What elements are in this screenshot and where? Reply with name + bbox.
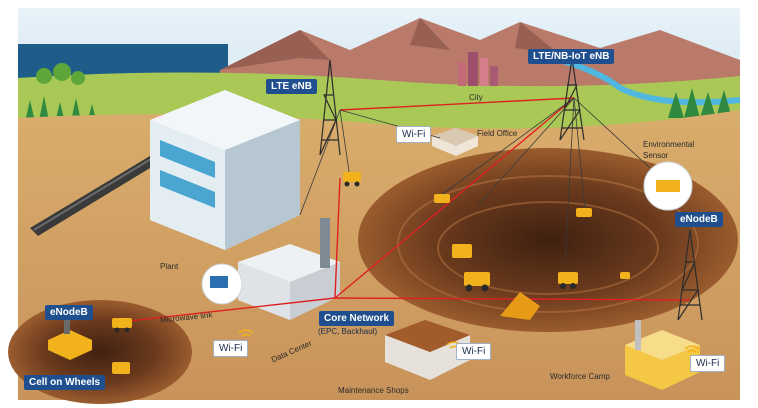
cell-on-wheels-trailer [48,312,92,360]
label-plant: Plant [160,262,179,271]
label-cell-on-wheels: Cell on Wheels [24,375,106,390]
tower-lte-enb [319,59,341,156]
wifi-label-maintenance: Wi-Fi [456,343,492,360]
label-workforce-camp: Workforce Camp [550,372,610,381]
label-core-network: Core Network [319,311,395,326]
wifi-label-field-office: Wi-Fi [396,126,432,143]
wifi-label-data-center: Wi-Fi [213,340,249,357]
main-pit [358,148,738,332]
label-environmental-sensor: Environmental Sensor [643,140,695,160]
tower-enodeb-right [677,229,703,321]
plant-building [150,90,300,250]
river [559,57,741,106]
laptop-icon [210,276,228,288]
label-enodeb-left: eNodeB [45,305,93,320]
antenna-links [299,97,651,263]
field-office-building [432,128,478,156]
label-maintenance-shops: Maintenance Shops [338,386,409,395]
truck-wheels [114,181,576,333]
label-lte-nbiot-enb: LTE/NB-IoT eNB [528,49,615,64]
label-field-office: Field Office [477,129,518,138]
workforce-camp-building [625,320,700,390]
haul-trucks [112,172,630,374]
trees-right [668,88,732,118]
label-enodeb-right: eNodeB [675,212,723,227]
wifi-label-workforce-camp: Wi-Fi [690,355,726,372]
city-skyline [458,52,498,86]
label-city: City [469,93,483,102]
label-core-network-sub: (EPC, Backhaul) [318,327,378,336]
network-links [119,97,691,323]
label-lte-enb: LTE eNB [266,79,317,94]
environmental-sensor-icon [656,180,680,192]
